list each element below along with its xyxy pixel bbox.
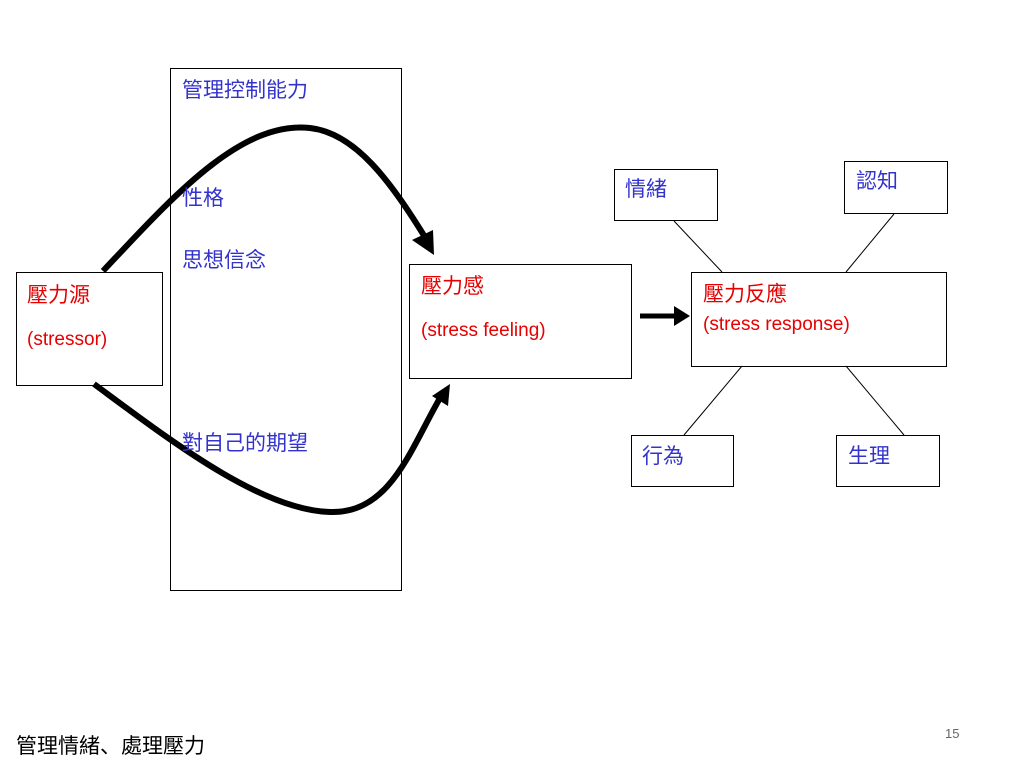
emotion-label: 情緒 bbox=[625, 177, 667, 201]
cognition-label: 認知 bbox=[856, 169, 898, 193]
lower-curved-arrow bbox=[92, 381, 443, 516]
moderator-title: 管理控制能力 bbox=[182, 78, 308, 102]
moderator-panel bbox=[170, 68, 402, 591]
cognition-box bbox=[844, 161, 948, 214]
upper-arrowhead bbox=[412, 230, 434, 255]
straight-arrowhead bbox=[674, 306, 690, 326]
stressor-label: 壓力源 bbox=[27, 283, 90, 307]
slide-footer-title: 管理情緒、處理壓力 bbox=[16, 734, 205, 758]
behavior-label: 行為 bbox=[642, 444, 684, 468]
stressor-label-en: (stressor) bbox=[27, 329, 108, 350]
moderator-item-personality: 性格 bbox=[182, 186, 224, 210]
connector-cognition bbox=[845, 213, 895, 273]
feeling-label-en: (stress feeling) bbox=[421, 320, 546, 341]
response-label-en: (stress response) bbox=[703, 314, 850, 335]
response-box bbox=[691, 272, 947, 367]
emotion-box bbox=[614, 169, 718, 221]
moderator-item-beliefs: 思想信念 bbox=[182, 248, 266, 272]
feeling-label: 壓力感 bbox=[421, 274, 484, 298]
behavior-box bbox=[631, 435, 734, 487]
physiology-label: 生理 bbox=[848, 444, 890, 468]
connector-physiology bbox=[845, 365, 905, 436]
upper-curved-arrow bbox=[100, 124, 431, 274]
response-label: 壓力反應 bbox=[703, 282, 787, 306]
moderator-item-expectations: 對自己的期望 bbox=[182, 431, 308, 455]
connector-behavior bbox=[683, 365, 743, 436]
feeling-box bbox=[409, 264, 632, 379]
lower-arrowhead bbox=[432, 384, 450, 406]
physiology-box bbox=[836, 435, 940, 487]
connector-emotion bbox=[673, 220, 723, 273]
stressor-box bbox=[16, 272, 163, 386]
slide-page-number: 15 bbox=[945, 726, 960, 741]
